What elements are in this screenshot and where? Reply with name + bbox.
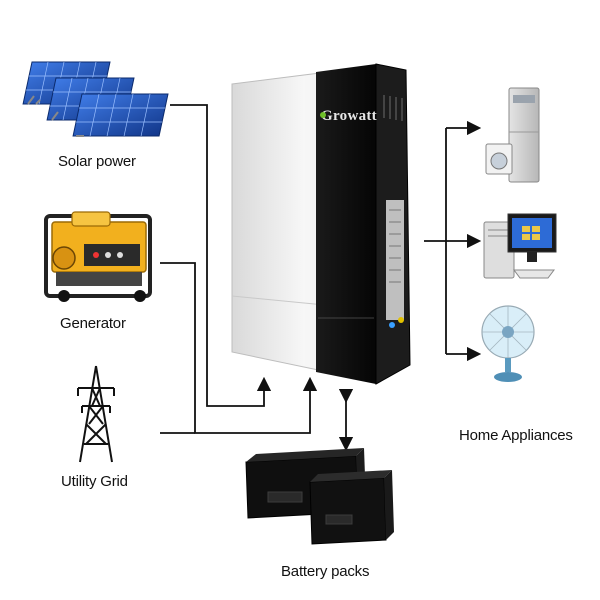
generator-icon [44,211,152,302]
battery-pack-icon [245,448,394,545]
transmission-tower-icon [77,365,115,463]
inverter-brand-logo: Growatt [321,108,377,124]
connection-lines-sources [160,104,318,434]
connection-lines-outputs [424,120,482,362]
home-appliances-label: Home Appliances [459,427,573,444]
inverter-unit [231,63,411,385]
solar-power-label: Solar power [58,153,136,170]
utility-grid-label: Utility Grid [61,473,128,490]
washing-machine-icon [485,143,513,175]
inverter-brand-mark [320,112,326,118]
refrigerator-icon [508,87,540,183]
generator-label: Generator [60,315,126,332]
battery-packs-label: Battery packs [281,563,370,580]
desktop-computer-icon [483,213,557,279]
electric-fan-icon [481,305,535,382]
solar-panel-icon [22,61,169,137]
